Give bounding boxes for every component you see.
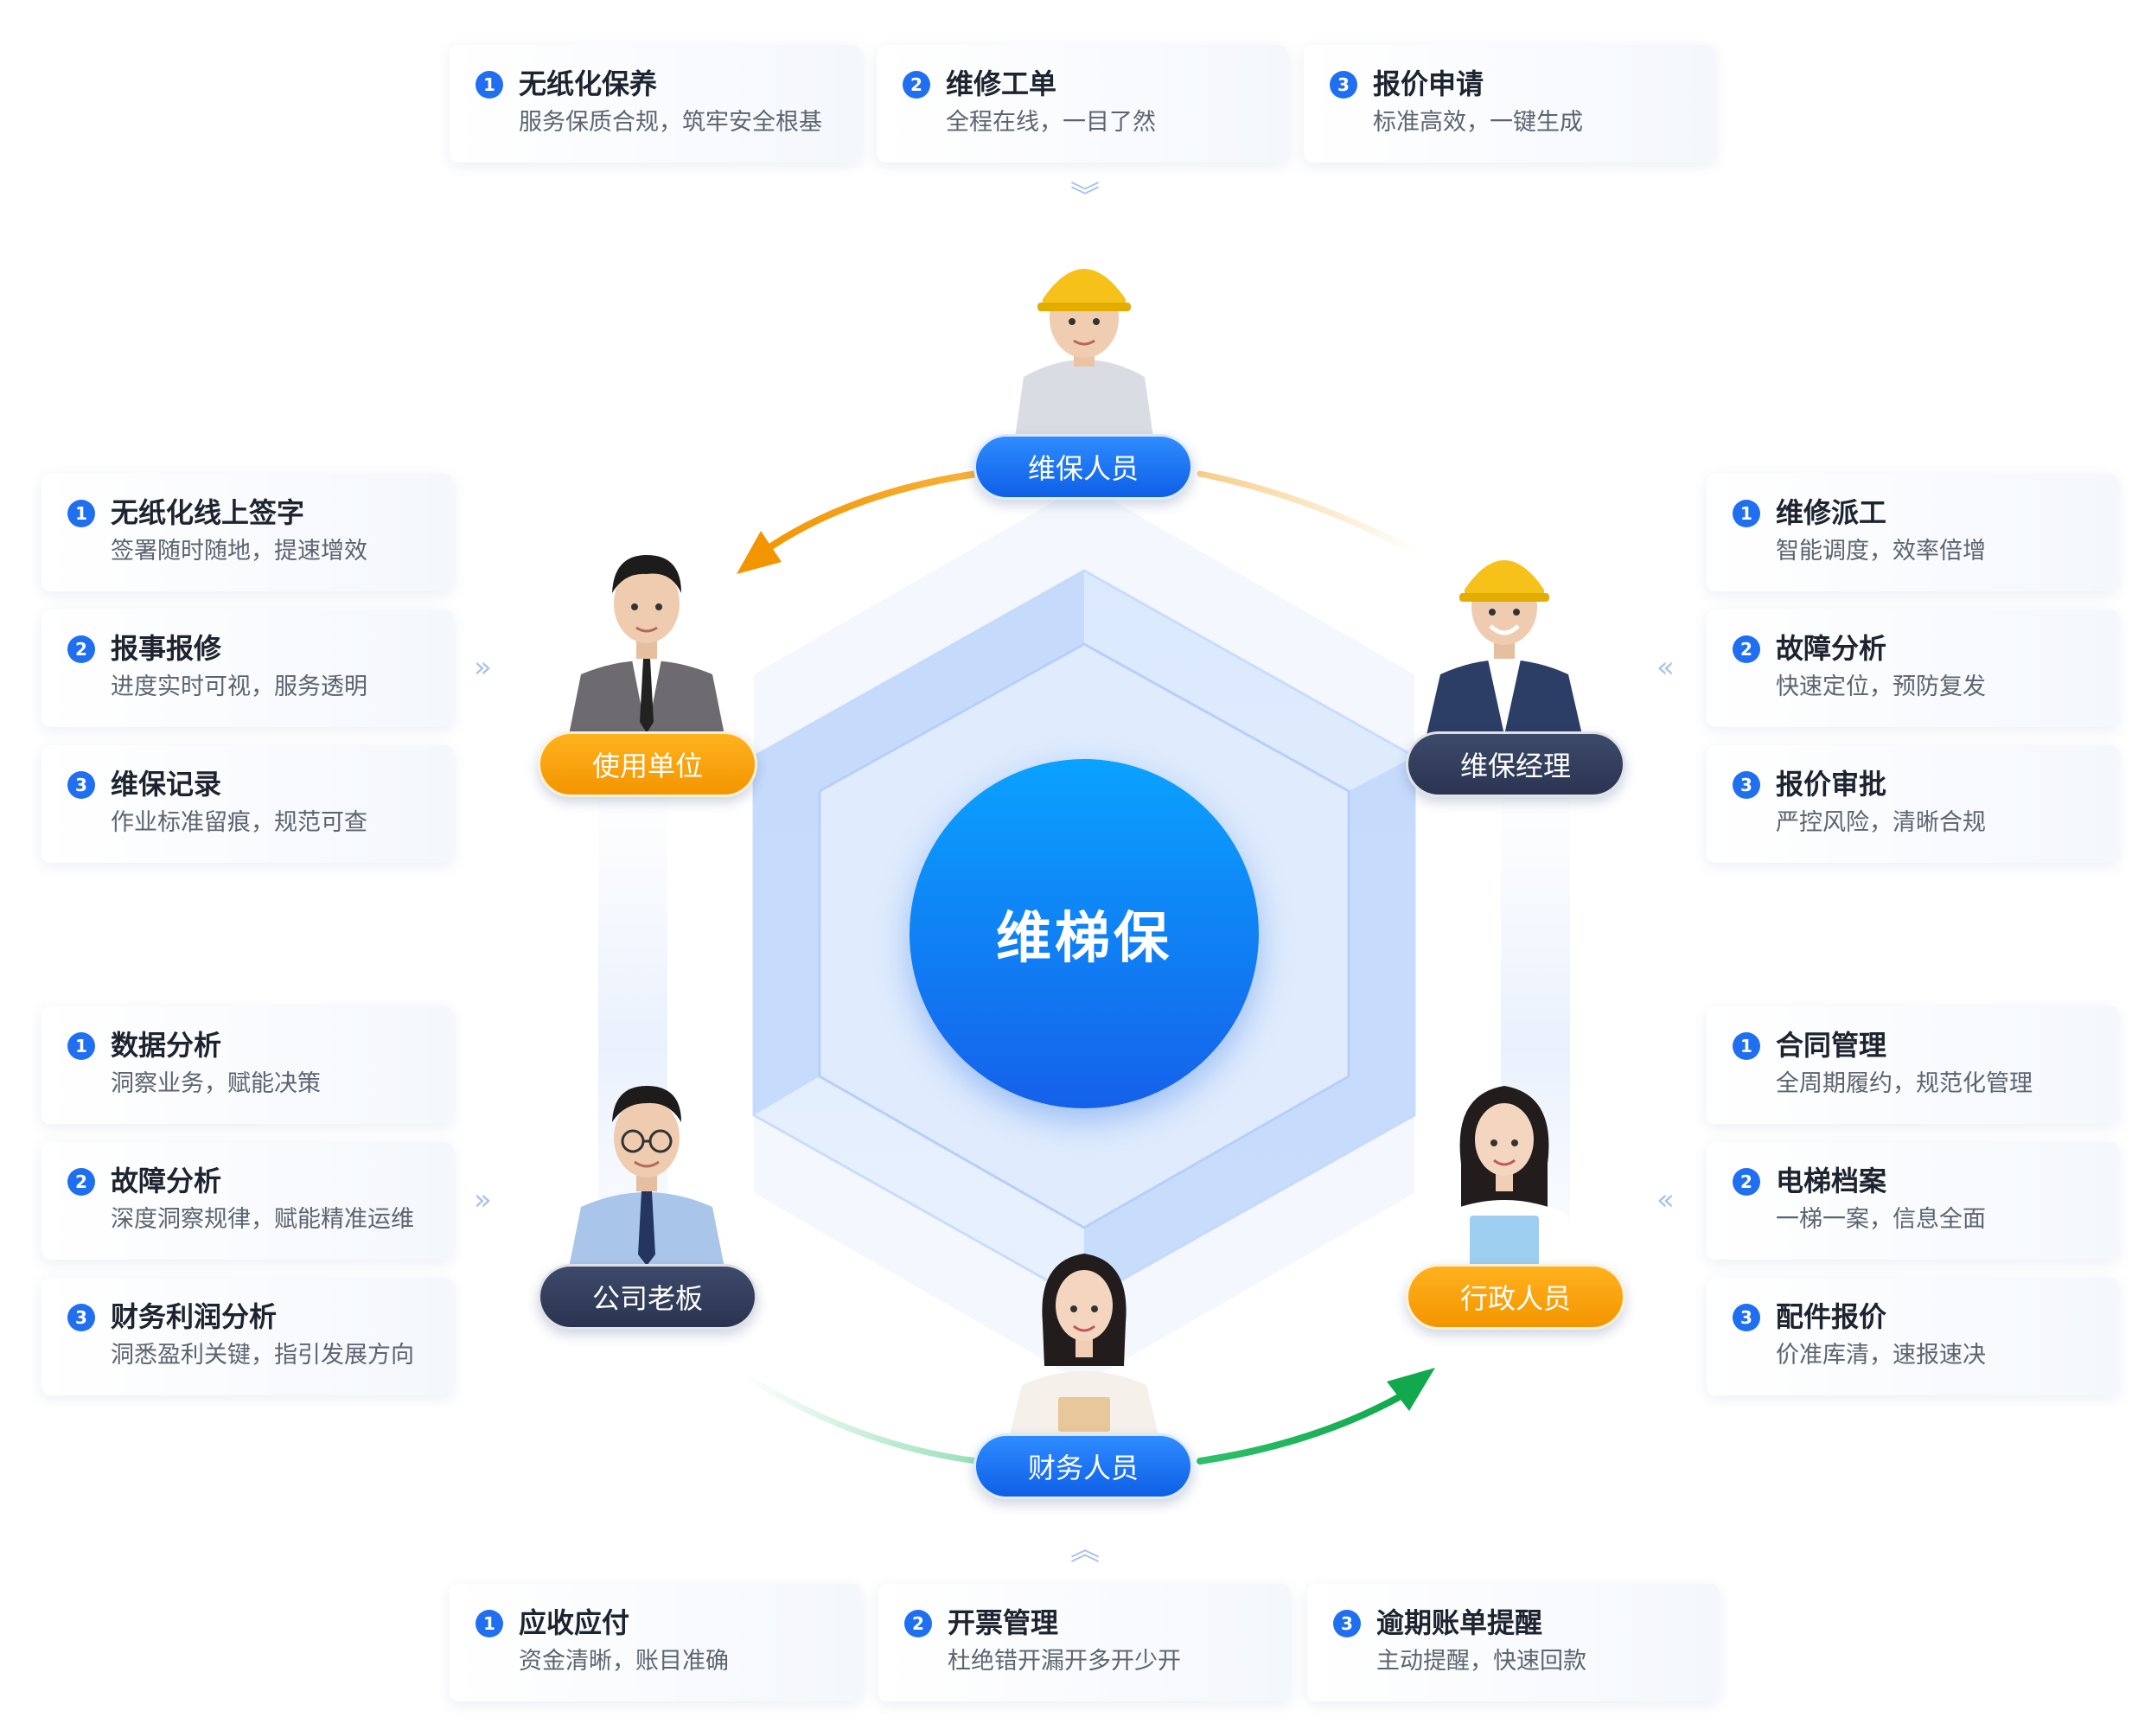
feature-card: 1 合同管理 全周期履约，规范化管理 (1707, 1006, 2118, 1124)
number-badge: 3 (67, 1304, 95, 1331)
maintenance-manager-avatar (1427, 560, 1582, 735)
number-badge: 2 (1733, 635, 1760, 663)
feature-card: 3 逾期账单提醒 主动提醒，快速回款 (1307, 1584, 1719, 1701)
role-maintenance-staff: 维保人员 (973, 434, 1193, 500)
feature-card: 2 电梯档案 一梯一案，信息全面 (1707, 1142, 2118, 1260)
number-badge: 1 (1733, 500, 1760, 527)
feature-desc: 服务保质合规，筑牢安全根基 (519, 109, 822, 136)
feature-desc: 杜绝错开漏开多开少开 (948, 1648, 1181, 1675)
number-badge: 2 (67, 1168, 95, 1196)
number-badge: 3 (1333, 1610, 1361, 1637)
number-badge: 1 (67, 500, 95, 527)
number-badge: 2 (67, 635, 95, 663)
green-fade-arc (740, 1371, 980, 1465)
feature-desc: 作业标准留痕，规范可查 (111, 809, 367, 836)
number-badge: 1 (476, 71, 503, 99)
chevron-left-icon: « (1656, 650, 1675, 685)
feature-desc: 深度洞察规律，赋能精准运维 (111, 1206, 414, 1233)
orange-arrow-arc (757, 470, 980, 557)
feature-card: 3 报价审批 严控风险，清晰合规 (1707, 745, 2118, 863)
feature-title: 配件报价 (1776, 1300, 1887, 1333)
center-hub: 维梯保 (910, 759, 1259, 1108)
feature-card: 2 故障分析 快速定位，预防复发 (1707, 610, 2118, 727)
feature-desc: 全周期履约，规范化管理 (1776, 1070, 2033, 1097)
finance-staff-avatar (1010, 1254, 1158, 1435)
feature-desc: 签署随时随地，提速增效 (111, 538, 367, 565)
feature-title: 报价申请 (1373, 67, 1484, 100)
role-admin-staff: 行政人员 (1406, 1264, 1625, 1330)
number-badge: 3 (1733, 1304, 1760, 1331)
role-user-unit: 使用单位 (538, 731, 757, 797)
feature-card: 1 无纸化线上签字 签署随时随地，提速增效 (41, 474, 453, 591)
feature-title: 报价审批 (1776, 768, 1887, 801)
feature-title: 无纸化保养 (519, 67, 658, 100)
number-badge: 2 (903, 71, 930, 99)
user-unit-avatar (569, 555, 724, 735)
feature-title: 报事报修 (111, 632, 222, 665)
feature-title: 维修派工 (1776, 496, 1887, 529)
feature-card: 2 维修工单 全程在线，一目了然 (877, 45, 1288, 163)
feature-card: 1 应收应付 资金清晰，账目准确 (450, 1584, 861, 1701)
feature-desc: 一梯一案，信息全面 (1776, 1206, 1986, 1233)
number-badge: 3 (67, 771, 95, 799)
feature-desc: 全程在线，一目了然 (946, 109, 1156, 136)
feature-card: 2 报事报修 进度实时可视，服务透明 (41, 610, 453, 727)
feature-title: 数据分析 (111, 1029, 222, 1062)
orange-fade-arc (1197, 470, 1421, 557)
hexagon-facet-right (1084, 756, 1414, 1301)
feature-desc: 洞察业务，赋能决策 (111, 1070, 321, 1097)
feature-title: 开票管理 (948, 1606, 1059, 1639)
feature-card: 3 财务利润分析 洞悉盈利关键，指引发展方向 (41, 1278, 453, 1395)
green-arrowhead (1387, 1368, 1435, 1411)
feature-desc: 进度实时可视，服务透明 (111, 673, 367, 700)
number-badge: 1 (67, 1032, 95, 1060)
chevron-left-icon: « (1656, 1183, 1675, 1217)
feature-title: 财务利润分析 (111, 1300, 278, 1333)
number-badge: 1 (476, 1610, 503, 1637)
feature-card: 1 维修派工 智能调度，效率倍增 (1707, 474, 2118, 591)
number-badge: 2 (1733, 1168, 1760, 1196)
role-maintenance-manager: 维保经理 (1406, 731, 1625, 797)
maintenance-staff-avatar (1015, 269, 1153, 437)
number-badge: 2 (904, 1610, 932, 1637)
feature-title: 合同管理 (1776, 1029, 1887, 1062)
orange-arrowhead (737, 531, 782, 574)
green-arrow-arc (1197, 1393, 1404, 1465)
number-badge: 3 (1733, 771, 1760, 799)
role-finance-staff: 财务人员 (973, 1433, 1193, 1499)
chevron-up-icon: ︽ (1070, 1533, 1100, 1567)
feature-title: 故障分析 (111, 1165, 222, 1197)
feature-title: 无纸化线上签字 (111, 496, 305, 529)
chevron-right-icon: » (474, 1183, 492, 1217)
feature-title: 维修工单 (946, 67, 1057, 100)
feature-title: 故障分析 (1776, 632, 1887, 665)
feature-title: 应收应付 (519, 1606, 630, 1639)
number-badge: 3 (1330, 71, 1357, 99)
admin-staff-avatar (1430, 1086, 1579, 1267)
chevron-down-icon: ︾ (1070, 180, 1100, 214)
feature-card: 3 维保记录 作业标准留痕，规范可查 (41, 745, 453, 863)
company-boss-avatar (569, 1086, 724, 1267)
feature-card: 2 故障分析 深度洞察规律，赋能精准运维 (41, 1142, 453, 1260)
feature-desc: 智能调度，效率倍增 (1776, 538, 1986, 565)
feature-card: 1 无纸化保养 服务保质合规，筑牢安全根基 (450, 45, 861, 163)
feature-card: 3 配件报价 价准库清，速报速决 (1707, 1278, 2118, 1395)
feature-desc: 洞悉盈利关键，指引发展方向 (111, 1342, 414, 1369)
feature-desc: 严控风险，清晰合规 (1776, 809, 1986, 836)
feature-desc: 主动提醒，快速回款 (1376, 1648, 1586, 1675)
feature-card: 3 报价申请 标准高效，一键生成 (1304, 45, 1715, 163)
feature-desc: 标准高效，一键生成 (1373, 109, 1583, 136)
feature-title: 电梯档案 (1776, 1165, 1887, 1197)
feature-desc: 快速定位，预防复发 (1776, 673, 1986, 700)
feature-card: 2 开票管理 杜绝错开漏开多开少开 (878, 1584, 1290, 1701)
feature-desc: 资金清晰，账目准确 (519, 1648, 729, 1675)
feature-card: 1 数据分析 洞察业务，赋能决策 (41, 1006, 453, 1124)
feature-title: 维保记录 (111, 768, 222, 801)
feature-desc: 价准库清，速报速决 (1776, 1342, 1986, 1369)
number-badge: 1 (1733, 1032, 1760, 1060)
chevron-right-icon: » (474, 650, 492, 685)
role-company-boss: 公司老板 (538, 1264, 757, 1330)
feature-title: 逾期账单提醒 (1376, 1606, 1543, 1639)
hexagon-facet-left (754, 571, 1084, 1115)
